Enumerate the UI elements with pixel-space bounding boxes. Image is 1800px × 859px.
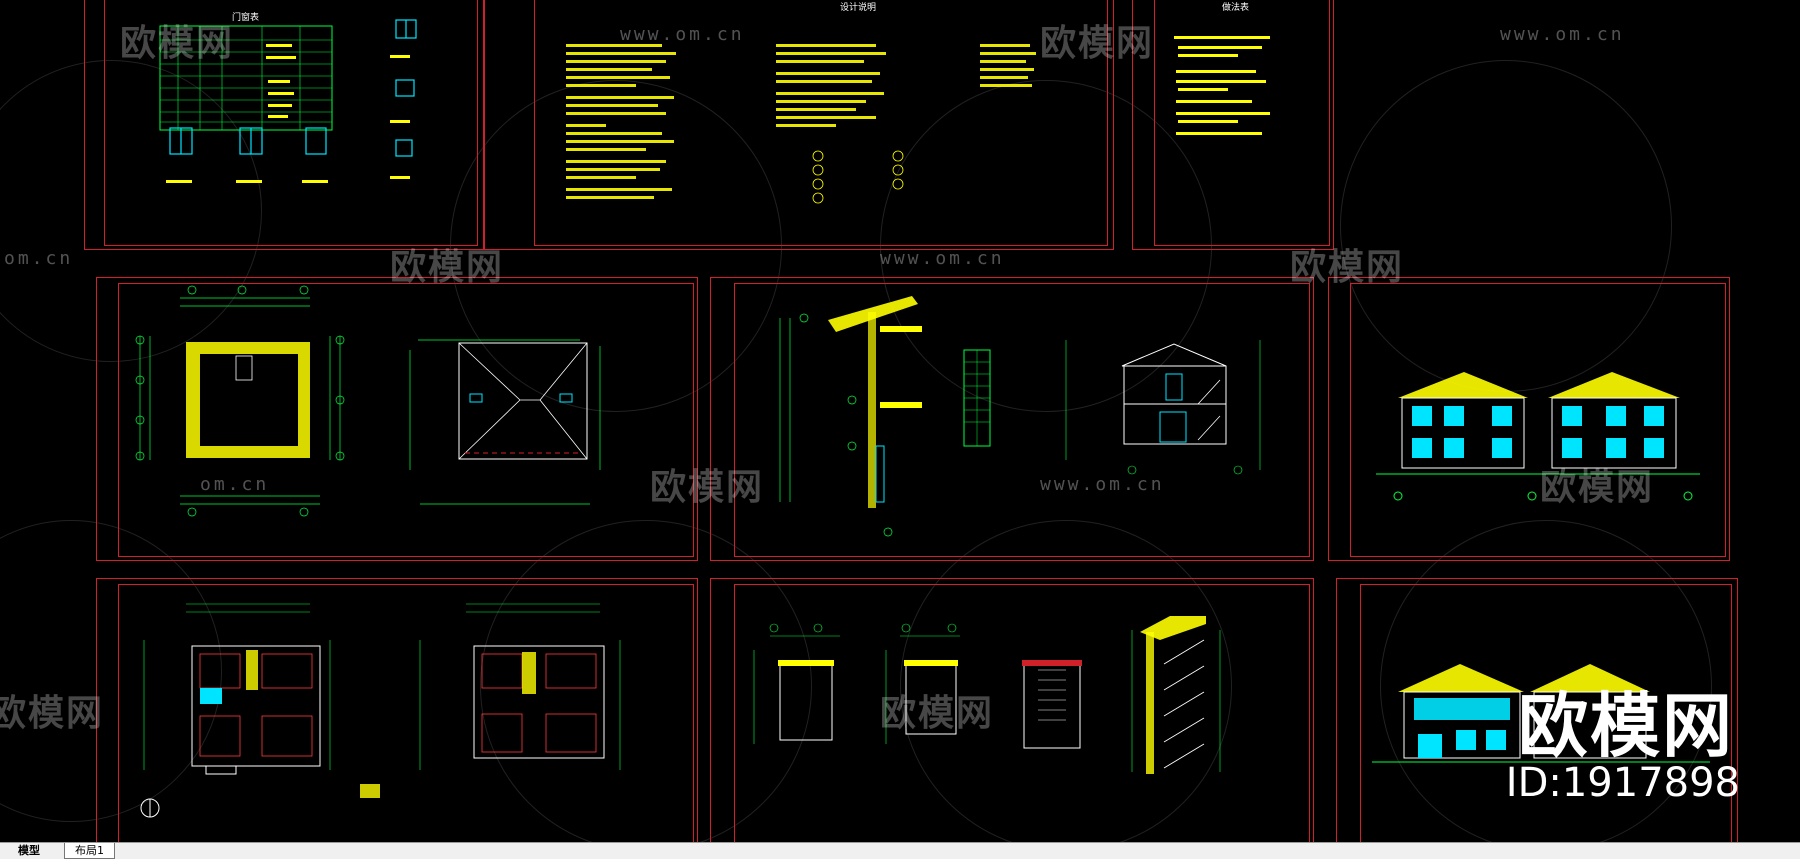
sheet-roof-plans[interactable] <box>96 277 698 561</box>
watermark-ring <box>450 80 782 412</box>
watermark-logo: 欧模网 <box>0 693 105 734</box>
watermark-logo: 欧模网 <box>1540 467 1655 508</box>
design-notes-title: 设计说明 <box>840 1 876 13</box>
finish-table-title: 做法表 <box>1222 1 1249 13</box>
tab-layout1[interactable]: 布局1 <box>64 843 115 859</box>
watermark-logo: 欧模网 <box>880 693 995 734</box>
sheet-door-window-table[interactable] <box>84 0 484 250</box>
sheet-inner-frame <box>1350 283 1726 557</box>
sheet-inner-frame <box>1360 584 1732 842</box>
sheet-inner-frame <box>118 584 694 842</box>
watermark-logo: 欧模网 <box>650 467 765 508</box>
stair-details-drawing <box>753 616 1221 774</box>
layout-tab-bar: 模型 布局1 <box>0 842 1800 859</box>
sheet-inner-frame <box>1154 0 1330 246</box>
elevation-a-drawing <box>1376 372 1700 501</box>
tab-model[interactable]: 模型 <box>8 843 50 858</box>
floor-plans-drawing <box>140 603 621 818</box>
watermark-url: www.om.cn <box>1040 474 1165 495</box>
watermark-url: www.om.cn <box>880 248 1005 269</box>
watermark-ring <box>480 520 812 842</box>
sheet-inner-frame <box>734 283 1310 557</box>
watermark-id-label: ID:1917898 <box>1505 760 1740 806</box>
design-notes-drawing: 设计说明 <box>566 1 1036 204</box>
watermark-ring <box>880 80 1212 412</box>
sheet-elevations-b[interactable] <box>1336 578 1738 842</box>
door-window-table-drawing: 门窗表 <box>159 11 417 183</box>
watermark-url: om.cn <box>200 474 270 495</box>
watermark-logo: 欧模网 <box>390 247 505 288</box>
sheet-finish-table[interactable] <box>1132 0 1334 250</box>
sheet-floor-plans[interactable] <box>96 578 698 842</box>
sheet-inner-frame <box>118 283 694 557</box>
sheet-inner-frame <box>734 584 1310 842</box>
watermark-logo: 欧模网 <box>120 23 235 64</box>
sheet-elevations-a[interactable] <box>1328 277 1730 561</box>
elevation-b-drawing <box>1372 664 1710 763</box>
watermark-url: www.om.cn <box>620 24 745 45</box>
watermark-logo: 欧模网 <box>1040 23 1155 64</box>
watermark-ring <box>900 520 1232 842</box>
wall-section-drawing <box>779 296 1261 537</box>
finish-table-drawing: 做法表 <box>1174 1 1270 135</box>
watermark-big-brand: 欧模网 <box>1518 685 1734 767</box>
door-table-title: 门窗表 <box>232 11 259 23</box>
watermark-logo: 欧模网 <box>1290 247 1405 288</box>
sheet-inner-frame <box>534 0 1108 246</box>
sheet-sections[interactable] <box>710 277 1314 561</box>
watermark-url: om.cn <box>4 248 74 269</box>
roof-plan-drawing <box>135 285 601 517</box>
sheet-inner-frame <box>104 0 478 246</box>
watermark-ring <box>1380 520 1712 842</box>
sheet-design-notes[interactable] <box>484 0 1114 250</box>
watermark-url: www.om.cn <box>1500 24 1625 45</box>
sheet-stair-details[interactable] <box>710 578 1314 842</box>
